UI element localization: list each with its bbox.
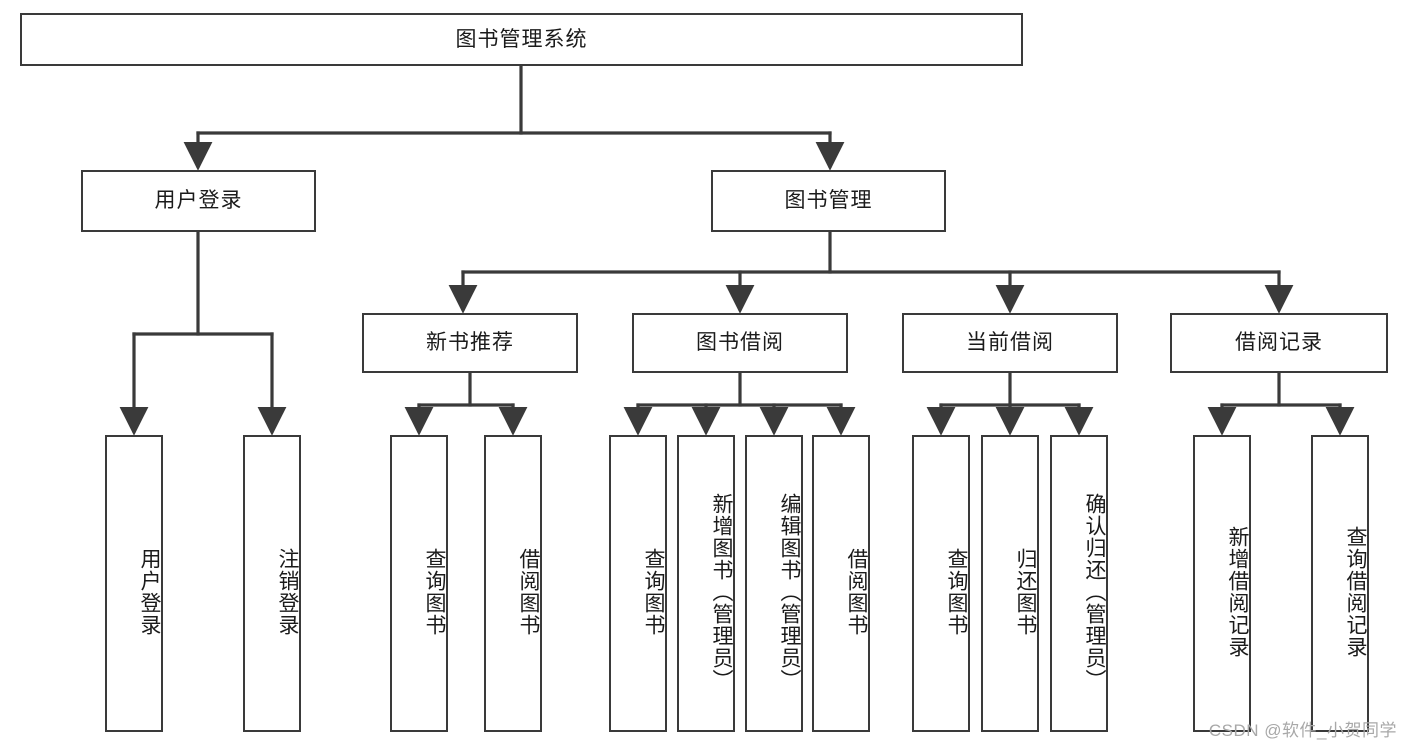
node-label: 借阅图书 bbox=[845, 547, 868, 636]
node-label: 查询借阅记录 bbox=[1344, 525, 1367, 658]
leaf-logout[interactable]: 注销登录 bbox=[243, 435, 301, 732]
node-label: 查询图书 bbox=[945, 547, 968, 636]
node-book-borrowing[interactable]: 图书借阅 bbox=[632, 313, 848, 373]
leaf-edit-book-admin[interactable]: 编辑图书（管理员） bbox=[745, 435, 803, 732]
node-label: 图书借阅 bbox=[696, 331, 784, 355]
leaf-query-borrowing-record[interactable]: 查询借阅记录 bbox=[1311, 435, 1369, 732]
leaf-query-books-current[interactable]: 查询图书 bbox=[912, 435, 970, 732]
leaf-borrow-books-borrowing[interactable]: 借阅图书 bbox=[812, 435, 870, 732]
node-label: 借阅记录 bbox=[1235, 331, 1323, 355]
node-user-login[interactable]: 用户登录 bbox=[81, 170, 316, 232]
node-new-book-recommendation[interactable]: 新书推荐 bbox=[362, 313, 578, 373]
node-label: 注销登录 bbox=[276, 547, 299, 636]
node-label: 借阅图书 bbox=[517, 547, 540, 636]
node-label: 新书推荐 bbox=[426, 331, 514, 355]
node-label: 图书管理系统 bbox=[455, 27, 588, 51]
node-label: 用户登录 bbox=[154, 189, 243, 213]
leaf-query-books-borrowing[interactable]: 查询图书 bbox=[609, 435, 667, 732]
node-label: 查询图书 bbox=[423, 547, 446, 636]
leaf-confirm-return-admin[interactable]: 确认归还（管理员） bbox=[1050, 435, 1108, 732]
node-borrowing-records[interactable]: 借阅记录 bbox=[1170, 313, 1388, 373]
node-label: 用户登录 bbox=[138, 547, 161, 636]
node-label: 编辑图书（管理员） bbox=[778, 492, 801, 691]
leaf-borrow-books-recommendation[interactable]: 借阅图书 bbox=[484, 435, 542, 732]
leaf-user-login[interactable]: 用户登录 bbox=[105, 435, 163, 732]
leaf-add-book-admin[interactable]: 新增图书（管理员） bbox=[677, 435, 735, 732]
node-label: 当前借阅 bbox=[966, 331, 1054, 355]
node-label: 图书管理 bbox=[784, 189, 873, 213]
leaf-query-books-recommendation[interactable]: 查询图书 bbox=[390, 435, 448, 732]
leaf-return-books[interactable]: 归还图书 bbox=[981, 435, 1039, 732]
node-current-borrowing[interactable]: 当前借阅 bbox=[902, 313, 1118, 373]
node-book-management[interactable]: 图书管理 bbox=[711, 170, 946, 232]
node-label: 新增图书（管理员） bbox=[710, 492, 733, 691]
node-label: 新增借阅记录 bbox=[1226, 525, 1249, 658]
csdn-watermark: CSDN @软件_小贺同学 bbox=[1208, 721, 1397, 740]
leaf-add-borrowing-record[interactable]: 新增借阅记录 bbox=[1193, 435, 1251, 732]
node-root-book-management-system[interactable]: 图书管理系统 bbox=[20, 13, 1023, 66]
node-label: 确认归还（管理员） bbox=[1083, 492, 1106, 691]
node-label: 归还图书 bbox=[1014, 547, 1037, 636]
node-label: 查询图书 bbox=[642, 547, 665, 636]
